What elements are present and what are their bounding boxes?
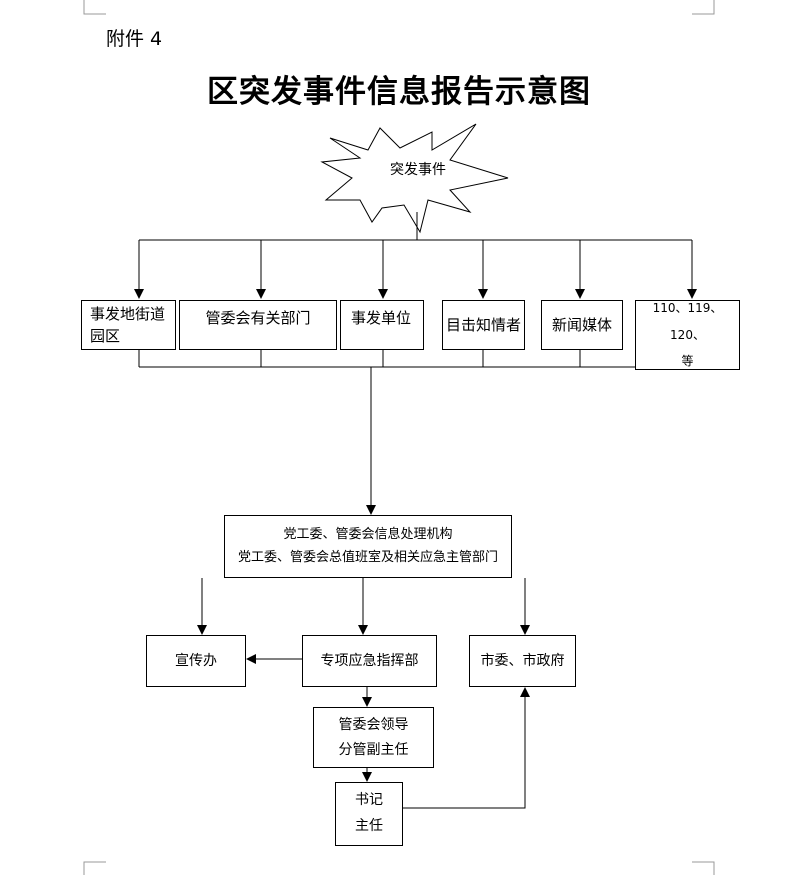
propaganda-box: 宣传办 — [146, 635, 246, 687]
central-processing-box: 党工委、管委会信息处理机构 党工委、管委会总值班室及相关应急主管部门 — [224, 515, 512, 578]
burst-shape — [320, 123, 509, 234]
attachment-label: 附件 4 — [106, 28, 163, 50]
special-command-box: 专项应急指挥部 — [302, 635, 437, 687]
source-box-media: 新闻媒体 — [541, 300, 623, 350]
source-box-witness: 目击知情者 — [442, 300, 525, 350]
source-box-departments: 管委会有关部门 — [179, 300, 337, 350]
burst-label: 突发事件 — [390, 161, 446, 178]
secretary-box: 书记 主任 — [335, 782, 403, 846]
city-government-box: 市委、市政府 — [469, 635, 576, 687]
source-box-emergency-numbers: 110、119、120、 等 — [635, 300, 740, 370]
source-box-street: 事发地街道 园区 — [81, 300, 176, 350]
page-title: 区突发事件信息报告示意图 — [207, 74, 591, 110]
leaders-box: 管委会领导 分管副主任 — [313, 707, 434, 768]
arrow-to-city — [402, 687, 530, 809]
source-box-unit: 事发单位 — [340, 300, 424, 350]
